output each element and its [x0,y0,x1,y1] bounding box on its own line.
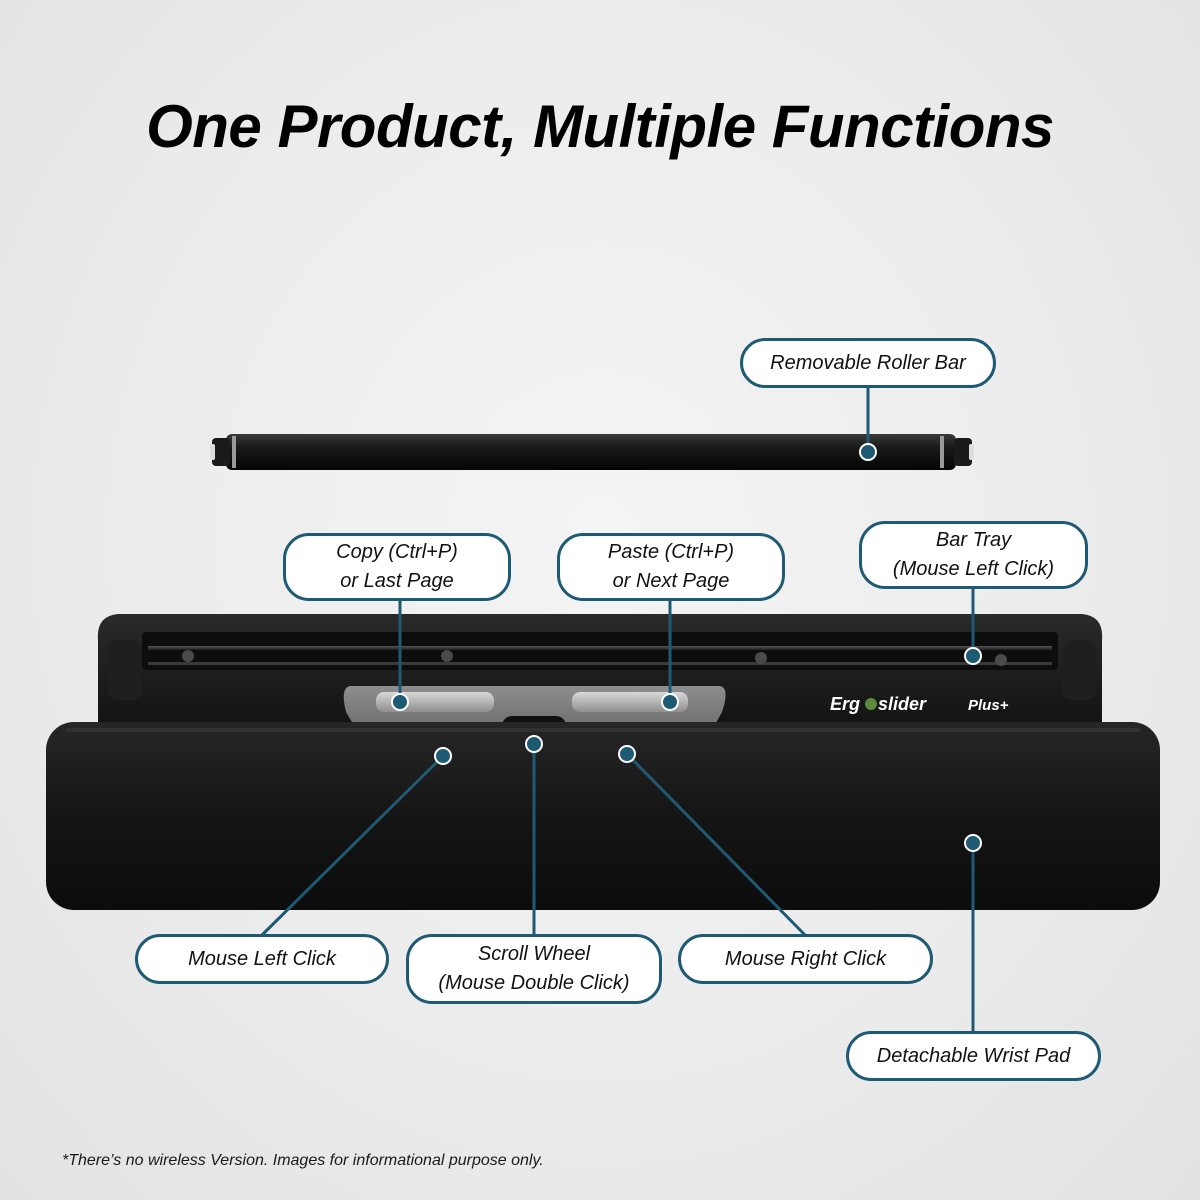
connector-lines [260,382,975,1032]
paste-button[interactable] [572,692,688,712]
callout-scroll-wheel: Scroll Wheel (Mouse Double Click) [406,934,662,1004]
callout-roller-bar: Removable Roller Bar [740,338,996,388]
callout-wrist-pad: Detachable Wrist Pad [846,1031,1101,1081]
svg-text:slider: slider [878,694,927,714]
connector-dots [391,443,982,852]
globe-icon [865,698,877,710]
callout-right-click: Mouse Right Click [678,934,933,984]
footnote: *There’s no wireless Version. Images for… [62,1152,544,1169]
page-title: One Product, Multiple Functions [146,93,1054,160]
wrist-pad [46,722,1160,910]
callout-copy: Copy (Ctrl+P) or Last Page [283,533,511,601]
callout-bar-tray: Bar Tray (Mouse Left Click) [859,521,1088,589]
callout-paste: Paste (Ctrl+P) or Next Page [557,533,785,601]
callout-left-click: Mouse Left Click [135,934,389,984]
svg-text:Erg: Erg [830,694,860,714]
svg-text:Plus+: Plus+ [968,697,1009,714]
brand-logo: Erg slider Plus+ [830,694,1009,714]
roller-bar [210,434,974,470]
